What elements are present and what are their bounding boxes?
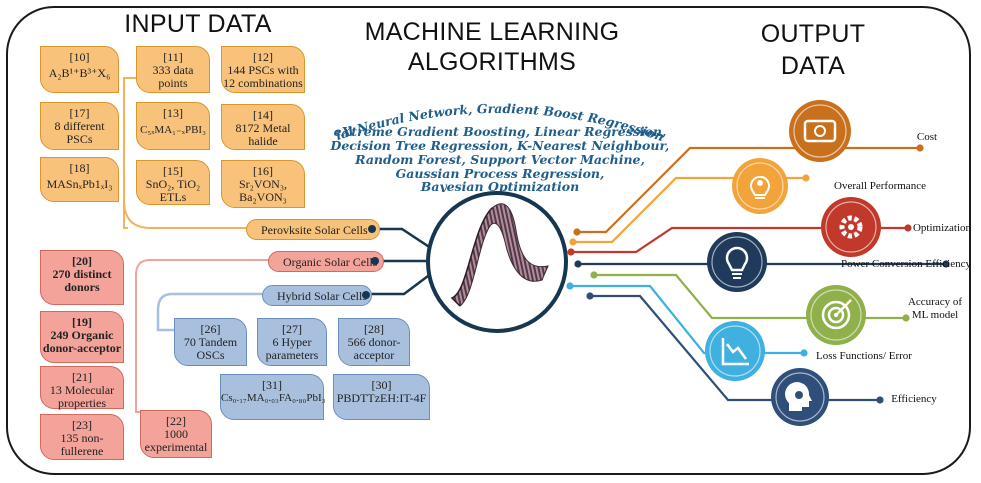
- output-label-cost: Cost: [916, 131, 938, 143]
- box-text: Sr₂VON₃, Ba₂VON₃: [238, 177, 288, 204]
- ref-label: [17]: [69, 106, 90, 120]
- ref-label: [13]: [163, 106, 183, 120]
- ref-label: [31]: [262, 378, 282, 392]
- perovskite-solar-cells-label: Perovksite Solar Cells: [246, 219, 380, 240]
- box-text: PBDTTzEH:IT-4F: [336, 391, 427, 405]
- decline-chart-icon: [705, 321, 765, 381]
- perovskite-box-18: [18] MASnₓPb1ₓI₃: [40, 157, 119, 202]
- hybrid-box-31: [31] Cs₀.₁₇MA₀.₀₃FA₀.₈₀PbI₃: [220, 374, 326, 420]
- box-text: 333 data points: [152, 63, 194, 90]
- box-text: 144 PSCs with 12 combinations: [223, 63, 303, 90]
- ml-heading-line1: MACHINE LEARNING: [364, 18, 620, 46]
- algorithm-line-6: Bayesian Optimization: [420, 179, 579, 192]
- box-text: 1000 experimental: [144, 427, 208, 454]
- gear-icon: [821, 197, 881, 257]
- money-icon: [789, 100, 851, 162]
- ref-label: [12]: [253, 50, 273, 64]
- ref-label: [22]: [166, 414, 186, 428]
- box-text: 270 distinct donors: [52, 267, 112, 294]
- output-label-accuracy: Accuracy of ML model: [907, 296, 963, 321]
- output-label-pce: Power Conversion Efficiency: [841, 258, 971, 270]
- organic-box-19: [19] 249 Organic donor-acceptor: [40, 311, 124, 363]
- perovskite-box-11: [11] 333 data points: [136, 46, 210, 93]
- box-text: SnO₂, TiO₂ ETLs: [145, 177, 201, 204]
- target-icon: [806, 285, 866, 345]
- box-text: A₂B¹⁺B³⁺X₆: [48, 66, 111, 80]
- diagram-frame: [6, 6, 971, 475]
- ref-label: [14]: [253, 108, 273, 122]
- box-text: 8 different PSCs: [54, 119, 105, 146]
- ref-label: [11]: [163, 50, 183, 64]
- organic-box-20: [20] 270 distinct donors: [40, 250, 124, 305]
- lightbulb-gear-icon: [732, 158, 788, 214]
- head-gear-icon: [771, 368, 829, 426]
- perovskite-box-10: [10] A₂B¹⁺B³⁺X₆: [40, 46, 119, 93]
- ref-label: [21]: [72, 370, 92, 384]
- ref-label: [10]: [69, 50, 90, 64]
- ref-label: [26]: [200, 322, 221, 336]
- ref-label: [28]: [364, 322, 384, 336]
- ref-label: [23]: [72, 418, 92, 432]
- ref-label: [15]: [163, 164, 183, 178]
- hybrid-solar-cells-label: Hybrid Solar Cells: [262, 285, 372, 306]
- algorithm-line-4: Random Forest, Support Vector Machine,: [354, 152, 645, 167]
- box-text: 135 non-fullerene: [60, 431, 104, 458]
- hybrid-box-27: [27] 6 Hyper parameters: [257, 318, 327, 366]
- ref-label: [16]: [253, 164, 273, 178]
- ref-label: [27]: [282, 322, 302, 336]
- box-text: C₅ₓMA₁₋ₓPBI₃: [140, 124, 206, 136]
- organic-box-22: [22] 1000 experimental: [140, 410, 212, 458]
- box-text: 13 Molecular properties: [49, 383, 115, 410]
- lightbulb-icon: [707, 232, 767, 292]
- box-text: 6 Hyper parameters: [265, 335, 319, 362]
- perovskite-box-15: [15] SnO₂, TiO₂ ETLs: [136, 160, 210, 205]
- perovskite-box-12: [12] 144 PSCs with 12 combinations: [221, 46, 305, 93]
- hybrid-box-30: [30] PBDTTzEH:IT-4F: [333, 374, 430, 420]
- perovskite-box-13: [13] C₅ₓMA₁₋ₓPBI₃: [136, 102, 210, 150]
- box-text: 566 donor-acceptor: [347, 335, 401, 362]
- box-text: 8172 Metal halide: [235, 121, 291, 148]
- output-label-loss: Loss Functions/ Error: [816, 350, 912, 362]
- box-text: MASnₓPb1ₓI₃: [46, 177, 113, 191]
- algorithm-line-3: Decision Tree Regression, K-Nearest Neig…: [330, 138, 669, 153]
- algorithms-list: Artificial Neural Network, Gradient Boos…: [328, 92, 668, 192]
- organic-box-21: [21] 13 Molecular properties: [40, 366, 124, 410]
- box-text: 249 Organic donor-acceptor: [42, 328, 122, 355]
- ref-label: [19]: [72, 315, 92, 329]
- output-label-overall-performance: Overall Performance: [834, 180, 926, 192]
- algorithm-line-2: eXtreme Gradient Boosting, Linear Regres…: [334, 124, 667, 139]
- hybrid-box-26: [26] 70 Tandem OSCs: [174, 318, 247, 366]
- ref-label: [18]: [69, 161, 90, 175]
- box-text: Cs₀.₁₇MA₀.₀₃FA₀.₈₀PbI₃: [221, 392, 326, 404]
- ml-heading-line2: ALGORITHMS: [407, 48, 577, 76]
- algorithm-line-5: Gaussian Process Regression,: [396, 166, 605, 181]
- ref-label: [20]: [72, 254, 92, 268]
- output-data-heading: OUTPUT DATA: [760, 20, 866, 80]
- output-label-efficiency: Efficiency: [891, 393, 937, 405]
- perovskite-box-16: [16] Sr₂VON₃, Ba₂VON₃: [221, 160, 305, 208]
- output-label-optimization: Optimization: [912, 222, 972, 234]
- hybrid-box-28: [28] 566 donor-acceptor: [338, 318, 410, 366]
- perovskite-box-17: [17] 8 different PSCs: [40, 102, 119, 150]
- organic-box-23: [23] 135 non-fullerene: [40, 414, 124, 460]
- box-text: 70 Tandem OSCs: [183, 335, 238, 362]
- perovskite-box-14: [14] 8172 Metal halide: [221, 104, 305, 150]
- input-data-heading: INPUT DATA: [124, 10, 272, 38]
- organic-solar-cells-label: Organic Solar Cells: [268, 251, 384, 272]
- ref-label: [30]: [371, 378, 392, 392]
